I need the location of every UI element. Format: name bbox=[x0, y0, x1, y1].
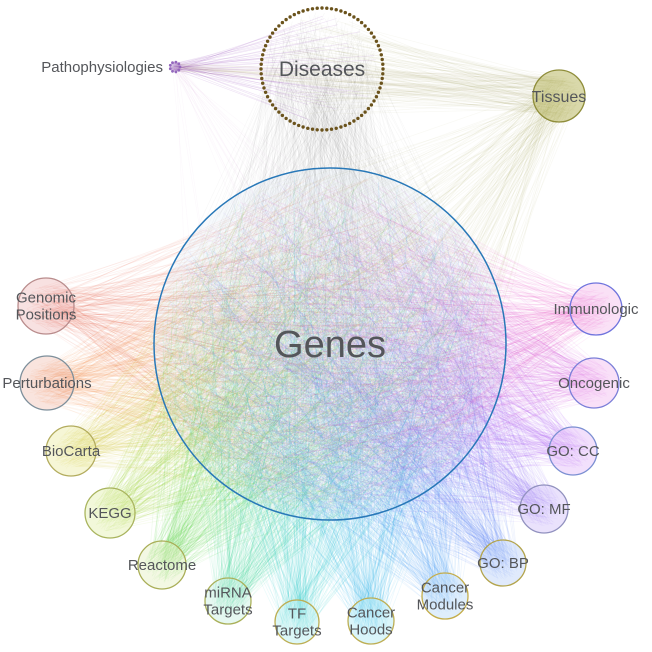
node-genes[interactable] bbox=[153, 167, 507, 521]
edge-bundle-pathophysiologies-genes bbox=[171, 63, 477, 489]
edge-bundle-oncogenic-genes bbox=[167, 179, 613, 511]
edge-bundle-perturbations-genes bbox=[26, 175, 489, 511]
node-oncogenic[interactable] bbox=[568, 357, 620, 409]
label-diseases: Diseases bbox=[279, 58, 365, 81]
genomic-positions-circle[interactable] bbox=[17, 277, 75, 335]
label-tissues: Tissues bbox=[532, 89, 587, 106]
go-cc-circle[interactable] bbox=[548, 426, 598, 476]
node-go-mf[interactable] bbox=[519, 484, 569, 534]
diseases-dot-ring[interactable] bbox=[259, 6, 385, 132]
edge-bundle-tf-targets-genes bbox=[161, 177, 498, 639]
immunologic-circle[interactable] bbox=[569, 282, 623, 336]
edge-bundle-immunologic-genes bbox=[163, 178, 616, 510]
edge-bundle-go-mf-genes bbox=[162, 181, 562, 526]
edge-bundle-reactome-genes bbox=[144, 184, 501, 583]
edge-bundle-cancer-hoods-genes bbox=[161, 181, 486, 638]
node-immunologic[interactable] bbox=[569, 282, 623, 336]
edge-bundle-pathophysiologies-tissues bbox=[170, 63, 575, 118]
node-reactome[interactable] bbox=[137, 540, 187, 590]
label-perturbations: Perturbations bbox=[2, 375, 91, 392]
tf-targets-circle[interactable] bbox=[274, 599, 320, 645]
biocarta-circle[interactable] bbox=[45, 425, 97, 477]
node-perturbations[interactable] bbox=[19, 355, 75, 411]
node-kegg[interactable] bbox=[84, 487, 136, 539]
label-go-bp: GO: BP bbox=[477, 555, 529, 572]
cancer-modules-circle[interactable] bbox=[421, 572, 469, 620]
label-pathophysiologies: Pathophysiologies bbox=[41, 59, 163, 76]
reactome-circle[interactable] bbox=[137, 540, 187, 590]
node-genomic-positions[interactable] bbox=[17, 277, 75, 335]
mirna-targets-circle[interactable] bbox=[204, 577, 252, 625]
edge-bundle-diseases-genes bbox=[162, 12, 499, 510]
edge-bundle-kegg-genes bbox=[92, 180, 490, 532]
edge-bundles bbox=[25, 12, 616, 639]
node-go-bp[interactable] bbox=[479, 539, 527, 587]
label-kegg: KEGG bbox=[88, 505, 131, 522]
edge-bundle-biocarta-genes bbox=[52, 176, 499, 508]
oncogenic-circle[interactable] bbox=[568, 357, 620, 409]
node-mirna-targets[interactable] bbox=[204, 577, 252, 625]
node-biocarta[interactable] bbox=[45, 425, 97, 477]
node-pathophysiologies[interactable] bbox=[168, 60, 182, 74]
node-tf-targets[interactable] bbox=[274, 599, 320, 645]
go-bp-circle[interactable] bbox=[479, 539, 527, 587]
edge-bundle-tissues-diseases bbox=[270, 19, 581, 118]
label-go-cc: GO: CC bbox=[546, 443, 600, 460]
edge-bundle-pathophysiologies-diseases bbox=[171, 15, 376, 121]
node-cancer-modules[interactable] bbox=[421, 572, 469, 620]
node-cancer-hoods[interactable] bbox=[347, 597, 395, 645]
edge-bundle-go-cc-genes bbox=[161, 175, 591, 508]
label-reactome: Reactome bbox=[128, 557, 196, 574]
go-mf-circle[interactable] bbox=[519, 484, 569, 534]
node-go-cc[interactable] bbox=[548, 426, 598, 476]
node-diseases[interactable] bbox=[259, 6, 385, 132]
kegg-circle[interactable] bbox=[84, 487, 136, 539]
edge-bundle-go-bp-genes bbox=[165, 194, 521, 580]
edge-bundle-genomic-positions-genes bbox=[25, 174, 491, 513]
edge-bundle-mirna-targets-genes bbox=[162, 187, 500, 618]
cancer-hoods-circle[interactable] bbox=[347, 597, 395, 645]
node-tissues[interactable] bbox=[532, 69, 586, 123]
tissues-circle[interactable] bbox=[532, 69, 586, 123]
pathophysiologies-circle[interactable] bbox=[170, 62, 180, 72]
pathophysiologies-dot-ring[interactable] bbox=[168, 60, 182, 74]
label-biocarta: BioCarta bbox=[42, 443, 101, 460]
genes-circle[interactable] bbox=[153, 167, 507, 521]
label-oncogenic: Oncogenic bbox=[558, 375, 630, 392]
label-go-mf: GO: MF bbox=[517, 501, 570, 518]
label-immunologic: Immunologic bbox=[553, 301, 639, 318]
perturbations-circle[interactable] bbox=[19, 355, 75, 411]
label-genes: Genes bbox=[274, 324, 386, 366]
